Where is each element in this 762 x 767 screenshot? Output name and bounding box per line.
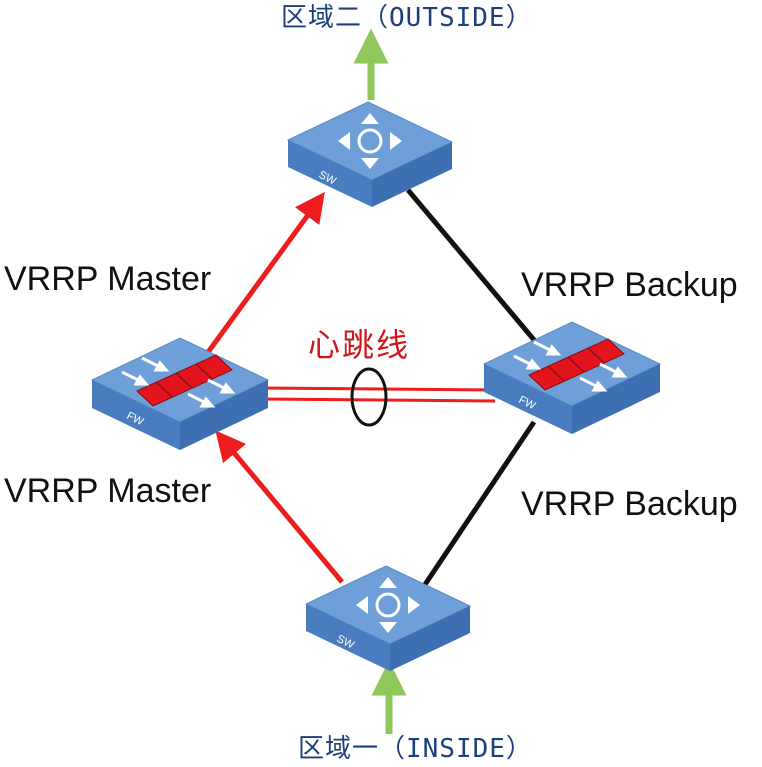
active-link-top: [203, 191, 325, 357]
firewall-brick-icon: [528, 338, 625, 391]
heartbeat-marker: [350, 367, 388, 427]
switch-inside: SW: [304, 565, 472, 671]
firewall-backup: FW: [482, 321, 662, 434]
vrrp-backup-upper-label: VRRP Backup: [521, 266, 738, 304]
vrrp-backup-lower-label: VRRP Backup: [521, 485, 738, 523]
active-link-bottom: [215, 430, 344, 584]
traffic-arrows-icon: [513, 340, 628, 392]
zone-inside-label: 区域一（INSIDE）: [298, 734, 533, 764]
standby-link-bottom: [421, 420, 537, 588]
switch-outside: SW: [286, 101, 454, 207]
switch-arrows-icon: [356, 577, 420, 633]
switch-arrows-icon: [338, 113, 402, 169]
heartbeat-label: 心跳线: [308, 326, 410, 364]
traffic-arrows-icon: [121, 356, 236, 408]
heartbeat-links: [261, 386, 496, 403]
vrrp-master-lower-label: VRRP Master: [4, 472, 211, 510]
vrrp-master-upper-label: VRRP Master: [4, 260, 211, 298]
firewall-master: FW: [90, 337, 270, 450]
zone-outside-label: 区域二（OUTSIDE）: [281, 3, 533, 33]
firewall-brick-icon: [136, 354, 233, 407]
standby-link-top: [406, 188, 542, 349]
